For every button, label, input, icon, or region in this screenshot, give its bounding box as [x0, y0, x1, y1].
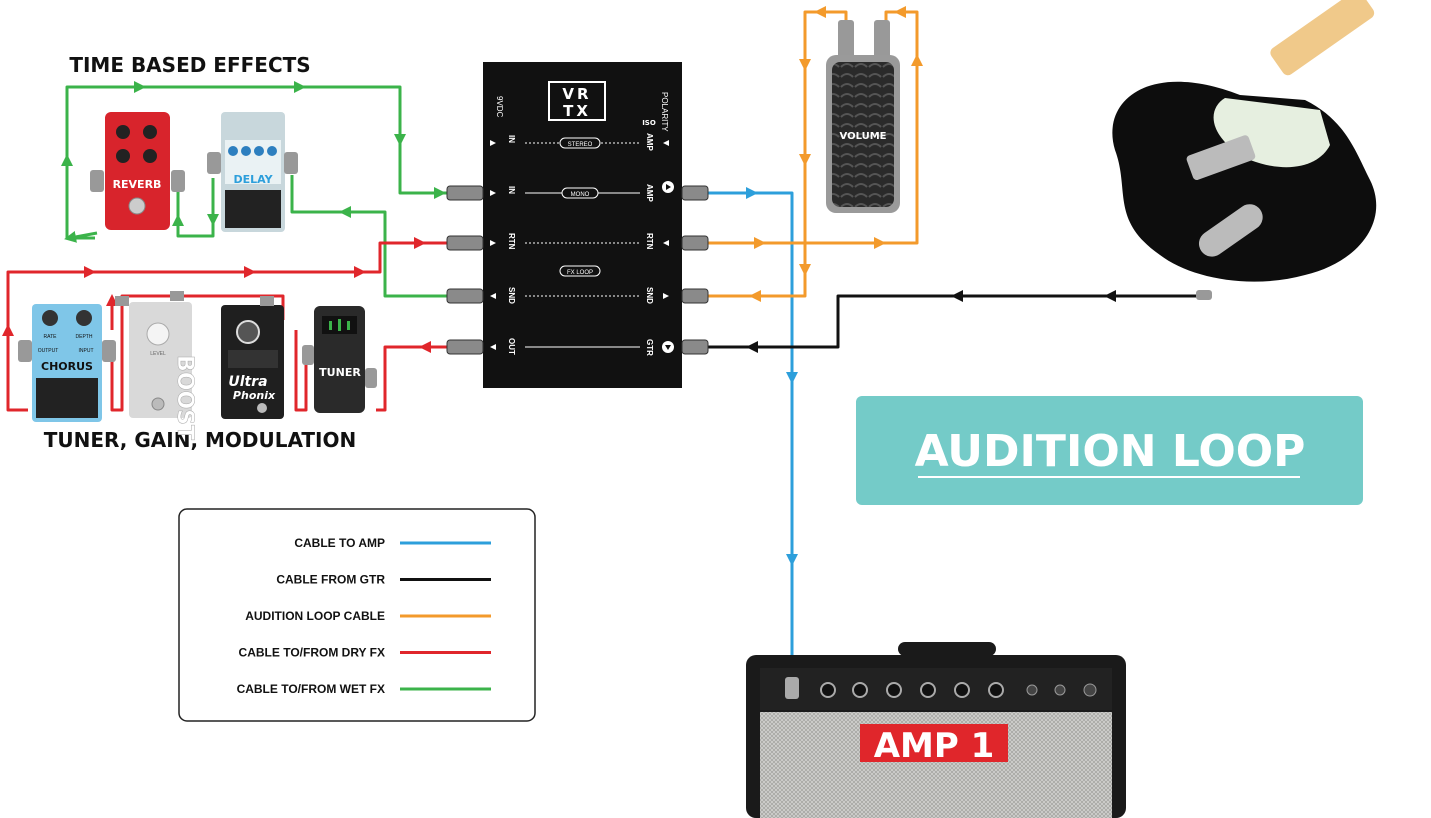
fx-loop-label: FX LOOP: [567, 270, 593, 276]
delay-pedal: DELAY: [207, 112, 298, 232]
tuner-pedal: TUNER: [302, 306, 377, 413]
audition-loop-banner: AUDITION LOOP: [856, 396, 1363, 505]
legend-label: CABLE TO/FROM WET FX: [237, 682, 385, 696]
svg-text:RATE: RATE: [44, 334, 58, 340]
legend: [178, 508, 536, 722]
svg-text:INPUT: INPUT: [79, 348, 94, 354]
snd-left-label: SND: [507, 287, 516, 304]
time-effects-heading: TIME BASED EFFECTS: [69, 53, 310, 77]
vrtx-left-jack-labels: IN IN RTN SND OUT: [507, 135, 516, 355]
boost-pedal: LEVEL BOOST: [115, 291, 197, 440]
svg-text:OUTPUT: OUTPUT: [38, 348, 59, 354]
iso-label: ISO: [642, 119, 656, 127]
amp1-label: AMP 1: [874, 726, 995, 766]
svg-text:DELAY: DELAY: [233, 173, 273, 186]
wet-fx-cables: [61, 81, 455, 298]
svg-text:DEPTH: DEPTH: [76, 334, 93, 340]
svg-text:LEVEL: LEVEL: [150, 351, 166, 357]
legend-label: CABLE TO AMP: [294, 536, 385, 550]
svg-text:VOLUME: VOLUME: [840, 131, 887, 142]
amp-r-label: AMP: [645, 133, 654, 151]
legend-label: CABLE TO/FROM DRY FX: [239, 646, 385, 660]
mono-label: MONO: [571, 192, 590, 198]
vrtx-right-jack-labels: AMP AMP RTN SND GTR: [645, 133, 654, 356]
vrtx-unit: VR TX 9VDC POLARITY ISO STEREO MONO FX L…: [483, 62, 682, 388]
in-r-label: IN: [507, 135, 516, 143]
gtr-right-label: GTR: [645, 339, 654, 356]
dry-fx-cables: [2, 237, 455, 412]
vrtx-logo: VR TX: [548, 81, 606, 121]
svg-text:BOOST: BOOST: [172, 355, 197, 440]
guitar-cables: [705, 290, 1205, 353]
svg-text:Ultra: Ultra: [228, 374, 267, 390]
tuner-gain-mod-heading: TUNER, GAIN, MODULATION: [44, 428, 357, 452]
svg-text:CHORUS: CHORUS: [41, 360, 93, 373]
svg-text:TX: TX: [563, 102, 591, 120]
audition-loop-cables: [705, 5, 923, 302]
vrtx-jack-plugs: [446, 185, 709, 355]
polarity-label: POLARITY: [660, 92, 669, 132]
amp-cables: [705, 187, 798, 680]
guitar-illustration: [1112, 0, 1377, 300]
amp-illustration: AMP 1: [746, 642, 1126, 818]
chorus-pedal: RATE DEPTH OUTPUT INPUT CHORUS: [18, 304, 116, 422]
volume-pedal: VOLUME: [826, 20, 900, 213]
amp-l-label: AMP: [645, 184, 654, 202]
rtn-right-label: RTN: [645, 233, 654, 250]
stereo-label: STEREO: [568, 142, 593, 148]
out-left-label: OUT: [507, 338, 516, 355]
legend-label: CABLE FROM GTR: [276, 573, 385, 587]
svg-text:Phonix: Phonix: [233, 389, 276, 402]
svg-text:VR: VR: [562, 85, 591, 103]
legend-items: CABLE TO AMP CABLE FROM GTR AUDITION LOOP …: [237, 536, 491, 696]
reverb-pedal: REVERB: [90, 112, 185, 230]
snd-right-label: SND: [645, 287, 654, 304]
rtn-left-label: RTN: [507, 233, 516, 250]
svg-text:REVERB: REVERB: [113, 178, 162, 191]
power-label: 9VDC: [495, 96, 504, 118]
legend-label: AUDITION LOOP CABLE: [245, 609, 385, 623]
audition-loop-title: AUDITION LOOP: [915, 426, 1306, 477]
in-l-label: IN: [507, 186, 516, 194]
svg-text:TUNER: TUNER: [319, 366, 361, 379]
ultraphonix-pedal: Ultra Phonix: [221, 296, 284, 419]
